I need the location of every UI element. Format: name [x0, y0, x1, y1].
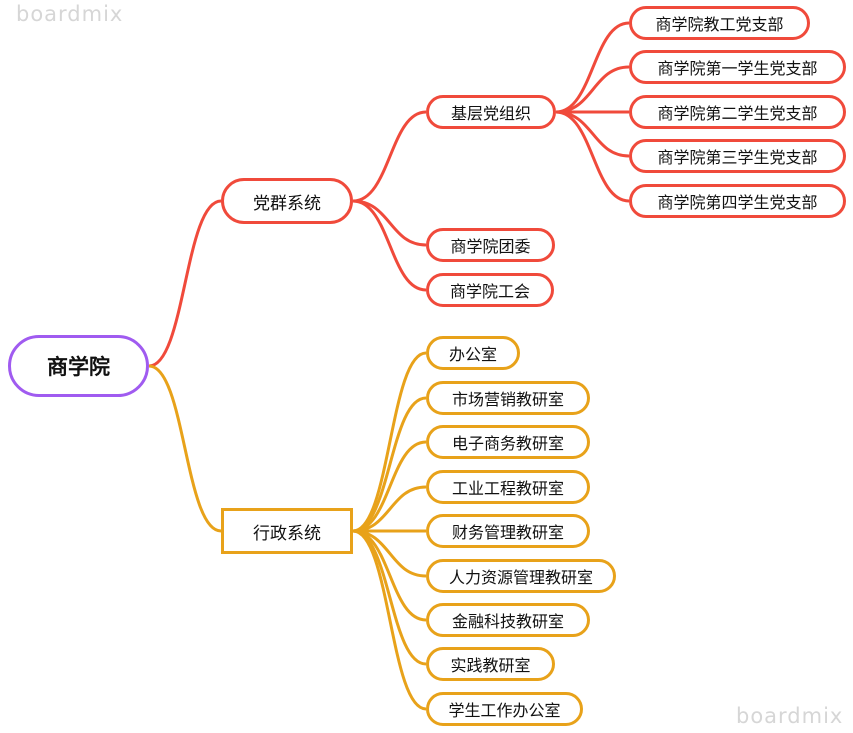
hr-mgmt-dept-node[interactable]: 人力资源管理教研室 — [426, 559, 616, 593]
edge-root-admin — [148, 364, 222, 533]
party-branch-student-3-node[interactable]: 商学院第三学生党支部 — [629, 139, 846, 173]
admin-system-node[interactable]: 行政系统 — [221, 508, 353, 554]
trade-union-node[interactable]: 商学院工会 — [426, 273, 554, 307]
edge-admin-9 — [352, 529, 427, 711]
party-branch-faculty-node[interactable]: 商学院教工党支部 — [629, 6, 810, 40]
party-branch-student-1-node[interactable]: 商学院第一学生党支部 — [629, 50, 846, 84]
edge-root-party — [148, 199, 222, 368]
office-node[interactable]: 办公室 — [426, 336, 520, 370]
edge-admin-2 — [352, 396, 427, 533]
edge-admin-3 — [352, 440, 427, 533]
watermark-top: boardmix — [16, 2, 124, 26]
finance-mgmt-dept-node[interactable]: 财务管理教研室 — [426, 514, 590, 548]
party-branch-student-4-node[interactable]: 商学院第四学生党支部 — [629, 184, 846, 218]
grassroots-party-node[interactable]: 基层党组织 — [426, 95, 556, 129]
marketing-dept-node[interactable]: 市场营销教研室 — [426, 381, 590, 415]
watermark-bottom: boardmix — [736, 704, 844, 728]
edge-gr-1 — [555, 21, 630, 114]
root-node[interactable]: 商学院 — [8, 335, 149, 397]
fintech-dept-node[interactable]: 金融科技教研室 — [426, 603, 590, 637]
practice-dept-node[interactable]: 实践教研室 — [426, 647, 555, 681]
party-branch-student-2-node[interactable]: 商学院第二学生党支部 — [629, 95, 846, 129]
edge-admin-1 — [352, 351, 427, 533]
edge-party-union — [352, 199, 427, 292]
student-affairs-office-node[interactable]: 学生工作办公室 — [426, 692, 583, 726]
edge-gr-4 — [555, 110, 630, 158]
ecommerce-dept-node[interactable]: 电子商务教研室 — [426, 425, 590, 459]
youth-league-node[interactable]: 商学院团委 — [426, 228, 555, 262]
edge-gr-2 — [555, 65, 630, 114]
edge-party-league — [352, 199, 427, 247]
edge-party-grassroots — [352, 110, 427, 203]
industrial-eng-dept-node[interactable]: 工业工程教研室 — [426, 470, 590, 504]
edge-gr-5 — [555, 110, 630, 203]
party-system-node[interactable]: 党群系统 — [221, 178, 353, 224]
